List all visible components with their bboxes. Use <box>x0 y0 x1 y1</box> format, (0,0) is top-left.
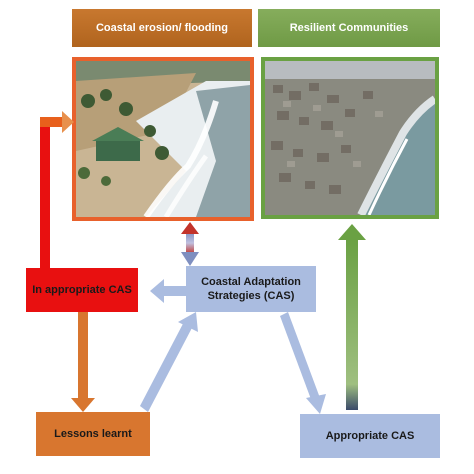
cas-to-appropriate-arrow <box>280 312 326 414</box>
cas-to-inappropriate-arrow <box>150 279 186 303</box>
inappropriate-to-lessons-arrow <box>71 312 95 412</box>
inappropriate-to-erosion-arrow <box>40 111 74 268</box>
appropriate-cas-box: Appropriate CAS <box>300 414 440 458</box>
lessons-learnt-label: Lessons learnt <box>54 428 132 440</box>
cas-label-line1: Coastal Adaptation <box>201 276 301 288</box>
inappropriate-cas-label: In appropriate CAS <box>32 284 132 296</box>
resilient-communities-photo <box>261 57 439 219</box>
coastal-adaptation-strategies-box: Coastal Adaptation Strategies (CAS) <box>186 266 316 312</box>
coastal-erosion-title: Coastal erosion/ flooding <box>72 9 252 47</box>
erosion-cas-double-arrow <box>181 222 199 266</box>
lessons-to-cas-arrow <box>140 312 198 412</box>
lessons-learnt-box: Lessons learnt <box>36 412 150 456</box>
coastal-erosion-photo <box>72 57 254 221</box>
resilient-communities-title: Resilient Communities <box>258 9 440 47</box>
appropriate-to-resilient-arrow <box>338 224 366 410</box>
cas-label-line2: Strategies (CAS) <box>207 290 295 302</box>
inappropriate-cas-box: In appropriate CAS <box>26 268 138 312</box>
appropriate-cas-label: Appropriate CAS <box>325 430 415 442</box>
